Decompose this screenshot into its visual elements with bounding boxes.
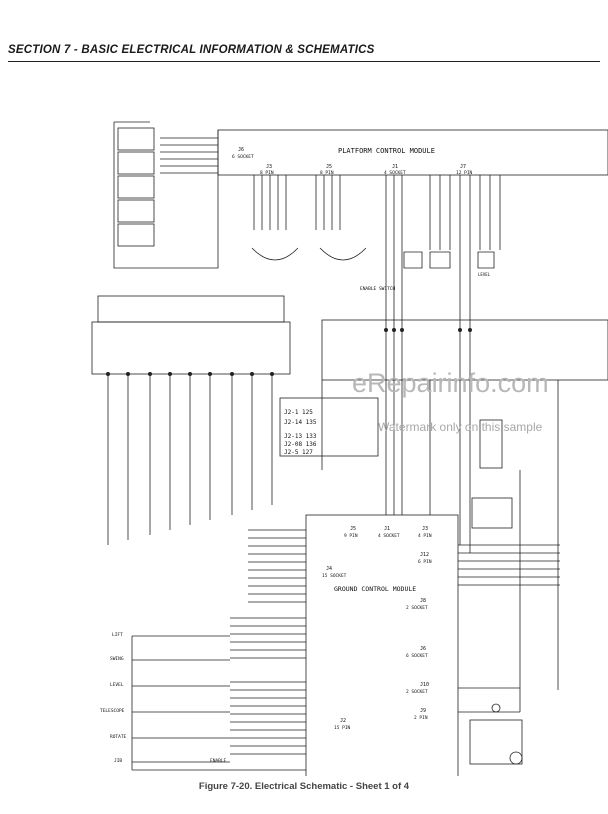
gcm-j4-label: J4 — [326, 566, 332, 572]
j2-ref-4: J2-08 136 — [284, 441, 317, 448]
gcm-j2-label: J2 — [340, 718, 346, 724]
electrical-schematic: PLATFORM CONTROL MODULE J6 6 SOCKET J3 8… — [91, 121, 608, 776]
enable-label: ENABLE — [210, 758, 227, 764]
section-title: SECTION 7 - BASIC ELECTRICAL INFORMATION… — [8, 44, 375, 56]
j2-ref-3: J2-13 133 — [284, 433, 317, 440]
gcm-j1-type: 4 SOCKET — [378, 533, 400, 539]
pcm-j3-type: 8 PIN — [260, 170, 274, 176]
gcm-j5-type: 9 PIN — [344, 533, 358, 539]
switch-label-jib: JIB — [114, 758, 122, 764]
enable-switch-label: ENABLE SWITCH — [360, 286, 396, 292]
gcm-j10-type: 2 SOCKET — [406, 689, 428, 695]
switch-label-lift: LIFT — [112, 632, 123, 638]
pcm-j6-type: 6 SOCKET — [232, 154, 254, 160]
gcm-j3-label: J3 — [422, 526, 428, 532]
pcm-j7-type: 12 PIN — [456, 170, 473, 176]
gcm-j6-type: 6 SOCKET — [406, 653, 428, 659]
gcm-j9-label: J9 — [420, 708, 426, 714]
gcm-j5-label: J5 — [350, 526, 356, 532]
ground-module-label: GROUND CONTROL MODULE — [334, 585, 416, 593]
figure-caption: Figure 7-20. Electrical Schematic - Shee… — [198, 781, 410, 792]
gcm-j9-type: 2 PIN — [414, 715, 428, 721]
switch-label-telescope: TELESCOPE — [100, 708, 125, 714]
gcm-j3-type: 4 PIN — [418, 533, 432, 539]
level-label: LEVEL — [478, 272, 491, 277]
ground-module-box — [305, 514, 459, 776]
j2-ref-2: J2-14 135 — [284, 419, 317, 426]
gcm-j2-type: 15 PIN — [334, 725, 351, 731]
gcm-j8-type: 2 SOCKET — [406, 605, 428, 611]
gcm-j12-type: 6 PIN — [418, 559, 432, 565]
switch-label-rotate: ROTATE — [110, 734, 127, 740]
pcm-j6-label: J6 — [238, 147, 244, 153]
pcm-j3-label: J3 — [266, 164, 272, 170]
pcm-j5-label: J5 — [326, 164, 332, 170]
j2-ref-5: J2-5 127 — [284, 449, 313, 456]
platform-module-label: PLATFORM CONTROL MODULE — [338, 147, 435, 155]
header-rule — [8, 61, 600, 62]
switch-label-swing: SWING — [110, 656, 124, 662]
gcm-j8-label: J8 — [420, 598, 426, 604]
switch-label-level: LEVEL — [110, 682, 124, 688]
j2-ref-1: J2-1 125 — [284, 409, 313, 416]
gcm-j4-type: 15 SOCKET — [322, 573, 347, 579]
pcm-j1-label: J1 — [392, 164, 398, 170]
gcm-j6-label: J6 — [420, 646, 426, 652]
gcm-j10-label: J10 — [420, 682, 429, 688]
pcm-j5-type: 8 PIN — [320, 170, 334, 176]
watermark-text: eRepairinfo.com — [352, 368, 549, 398]
gcm-j1-label: J1 — [384, 526, 390, 532]
gcm-j12-label: J12 — [420, 552, 429, 558]
pcm-j1-type: 4 SOCKET — [384, 170, 406, 176]
pcm-j7-label: J7 — [460, 164, 466, 170]
watermark-subtext: Watermark only on this sample — [378, 420, 543, 434]
page-header: SECTION 7 - BASIC ELECTRICAL INFORMATION… — [8, 44, 600, 62]
